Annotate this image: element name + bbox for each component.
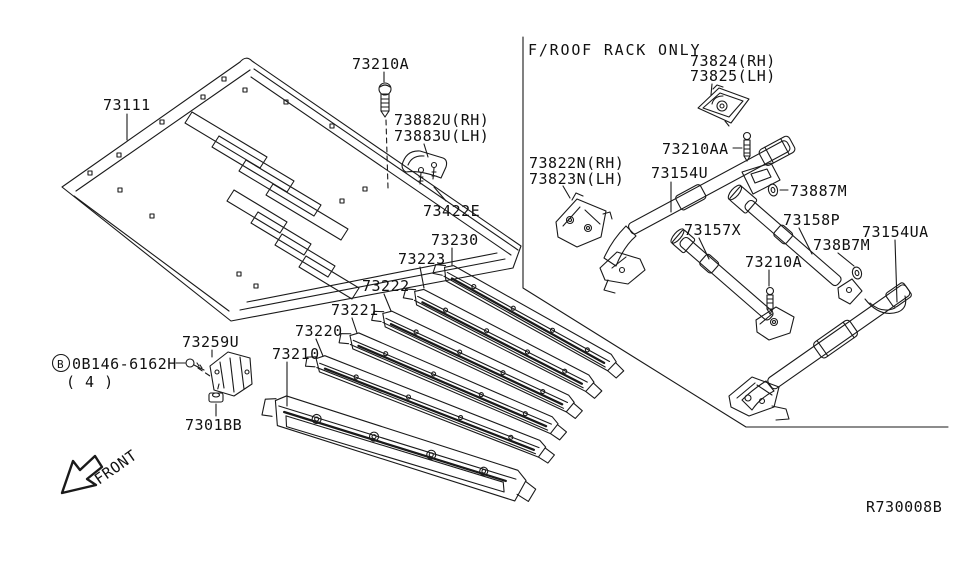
part-label-73157x: 73157X: [684, 221, 741, 239]
part-label-73154u: 73154U: [651, 164, 708, 182]
part-label-73230: 73230: [431, 231, 479, 249]
crossbar-73157x-drawing: [670, 228, 795, 341]
bow-73221-drawing: [338, 332, 568, 441]
part-label-0b146-6162h: 0B146-6162H: [72, 355, 177, 373]
corner-bracket-drawing: [401, 150, 448, 185]
part-label-73158p: 73158P: [783, 211, 840, 229]
part-labels: 73111 73210A 73882U(RH) 73883U(LH) 73422…: [51, 41, 942, 516]
part-label-7301bb: 7301BB: [185, 416, 242, 434]
roof-panel-holes: [87, 76, 368, 289]
part-label-73223: 73223: [398, 250, 446, 268]
part-label-73259u: 73259U: [182, 333, 239, 351]
part-label-73154ua: 73154UA: [862, 223, 929, 241]
bow-73222-drawing: [371, 310, 583, 420]
part-label-73221: 73221: [331, 301, 379, 319]
part-label-73823n-lh: 73823N(LH): [529, 170, 624, 188]
hardware-circle-letter: B: [57, 358, 64, 371]
bow-73220-drawing: [304, 355, 555, 464]
part-label-73210a-top: 73210A: [352, 55, 409, 73]
screw-73210aa-drawing: [742, 131, 752, 162]
leader-lines: [126, 71, 898, 417]
part-label-73825-lh: 73825(LH): [690, 67, 776, 85]
part-label-73882u-rh: 73882U(RH): [394, 111, 489, 129]
part-label-73883u-lh: 73883U(LH): [394, 127, 489, 145]
part-label-qty-4: ( 4 ): [66, 373, 114, 391]
part-label-73111: 73111: [103, 96, 151, 114]
part-label-73422e: 73422E: [423, 202, 480, 220]
diagram-ref-code: R730008B: [866, 498, 942, 516]
rack-rail-73154ua-drawing: [728, 282, 912, 421]
part-label-73220: 73220: [295, 322, 343, 340]
roof-panel-slots: [184, 111, 360, 300]
part-label-73887m: 73887M: [790, 182, 847, 200]
part-label-73210: 73210: [272, 345, 320, 363]
roof-panel-drawing: [61, 57, 522, 322]
bow-73230-drawing: [432, 264, 625, 379]
front-label: FRONT: [91, 446, 140, 488]
rack-corner-bracket-drawing: [697, 84, 750, 127]
screw-73210a-rack-drawing: [765, 286, 775, 315]
hardware-bolt-drawing: [185, 358, 205, 371]
nut-7301bb-drawing: [208, 392, 224, 403]
side-bracket-73259u-drawing: [197, 351, 253, 397]
part-label-738b7m: 738B7M: [813, 236, 870, 254]
rack-rail-73154u-drawing: [599, 135, 796, 294]
screw-73210a-top-drawing: [378, 82, 392, 189]
part-label-73210a-rack: 73210A: [745, 253, 802, 271]
hardware-circle-mark: [51, 353, 71, 373]
rack-section-boundary: [522, 36, 949, 428]
front-direction-arrow-icon: [60, 454, 104, 495]
rack-section-title: F/ROOF RACK ONLY: [528, 41, 701, 59]
part-label-73824-rh: 73824(RH): [690, 52, 776, 70]
washer-738b7m-drawing: [851, 266, 863, 280]
part-label-73222: 73222: [362, 277, 410, 295]
crossbar-73158p-drawing: [727, 184, 863, 305]
bow-73210-drawing: [261, 395, 537, 502]
bow-73223-drawing: [402, 288, 603, 399]
part-label-73210aa: 73210AA: [662, 140, 729, 158]
rack-mount-bracket-drawing: [555, 192, 613, 248]
part-label-73822n-rh: 73822N(RH): [529, 154, 624, 172]
washer-73887m-drawing: [767, 183, 779, 197]
